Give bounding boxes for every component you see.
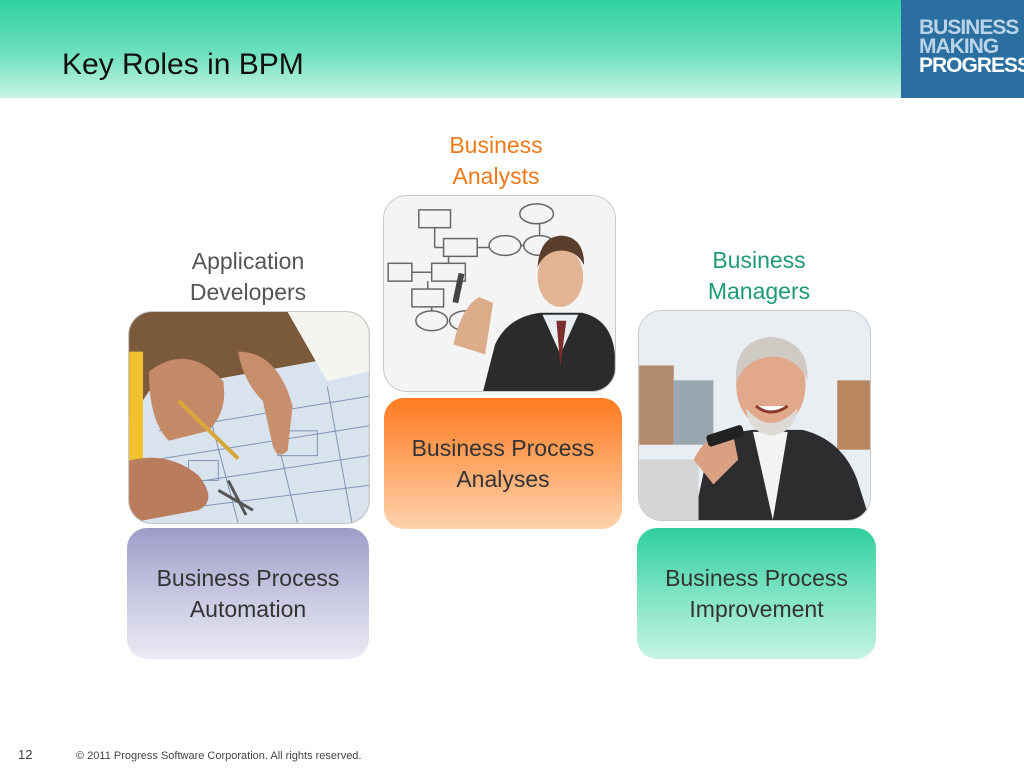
box-text-line: Business Process: [156, 564, 340, 591]
role-label-application-developers: Application Developers: [148, 246, 348, 308]
role-label-line: Business: [449, 132, 543, 158]
brand-logo: BUSINESS MAKING PROGRESS.: [901, 0, 1024, 98]
slide-header: [0, 0, 1024, 98]
role-label-business-managers: Business Managers: [659, 245, 859, 307]
role-label-business-analysts: Business Analysts: [396, 130, 596, 192]
role-label-line: Business: [712, 247, 806, 273]
flowchart-man-illustration: [384, 196, 615, 391]
business-process-analyses-box: Business Process Analyses: [384, 398, 622, 529]
role-label-line: Developers: [189, 279, 307, 305]
logo-line-3: PROGRESS.: [919, 54, 1024, 77]
application-developers-photo: [128, 311, 370, 524]
box-text-line: Business Process: [665, 564, 848, 591]
slide-number: 12: [18, 747, 33, 762]
page-title: Key Roles in BPM: [62, 48, 304, 81]
role-label-line: Application: [191, 248, 305, 274]
business-process-automation-box: Business Process Automation: [127, 528, 369, 659]
box-text-line: Analyses: [456, 465, 550, 492]
business-manager-photo: [638, 310, 871, 521]
box-text-line: Automation: [189, 595, 307, 622]
role-label-line: Analysts: [452, 163, 540, 189]
box-text-line: Business Process: [411, 434, 595, 461]
business-process-improvement-box: Business Process Improvement: [637, 528, 876, 659]
copyright-notice: © 2011 Progress Software Corporation. Al…: [76, 750, 362, 762]
logo-line-2: MAKING: [919, 35, 999, 58]
business-analyst-photo: [383, 195, 616, 392]
role-label-line: Managers: [707, 278, 811, 304]
box-text-line: Improvement: [689, 595, 824, 622]
blueprint-hands-illustration: [129, 312, 369, 523]
logo-line-1: BUSINESS: [919, 16, 1019, 39]
smiling-manager-illustration: [639, 311, 870, 520]
